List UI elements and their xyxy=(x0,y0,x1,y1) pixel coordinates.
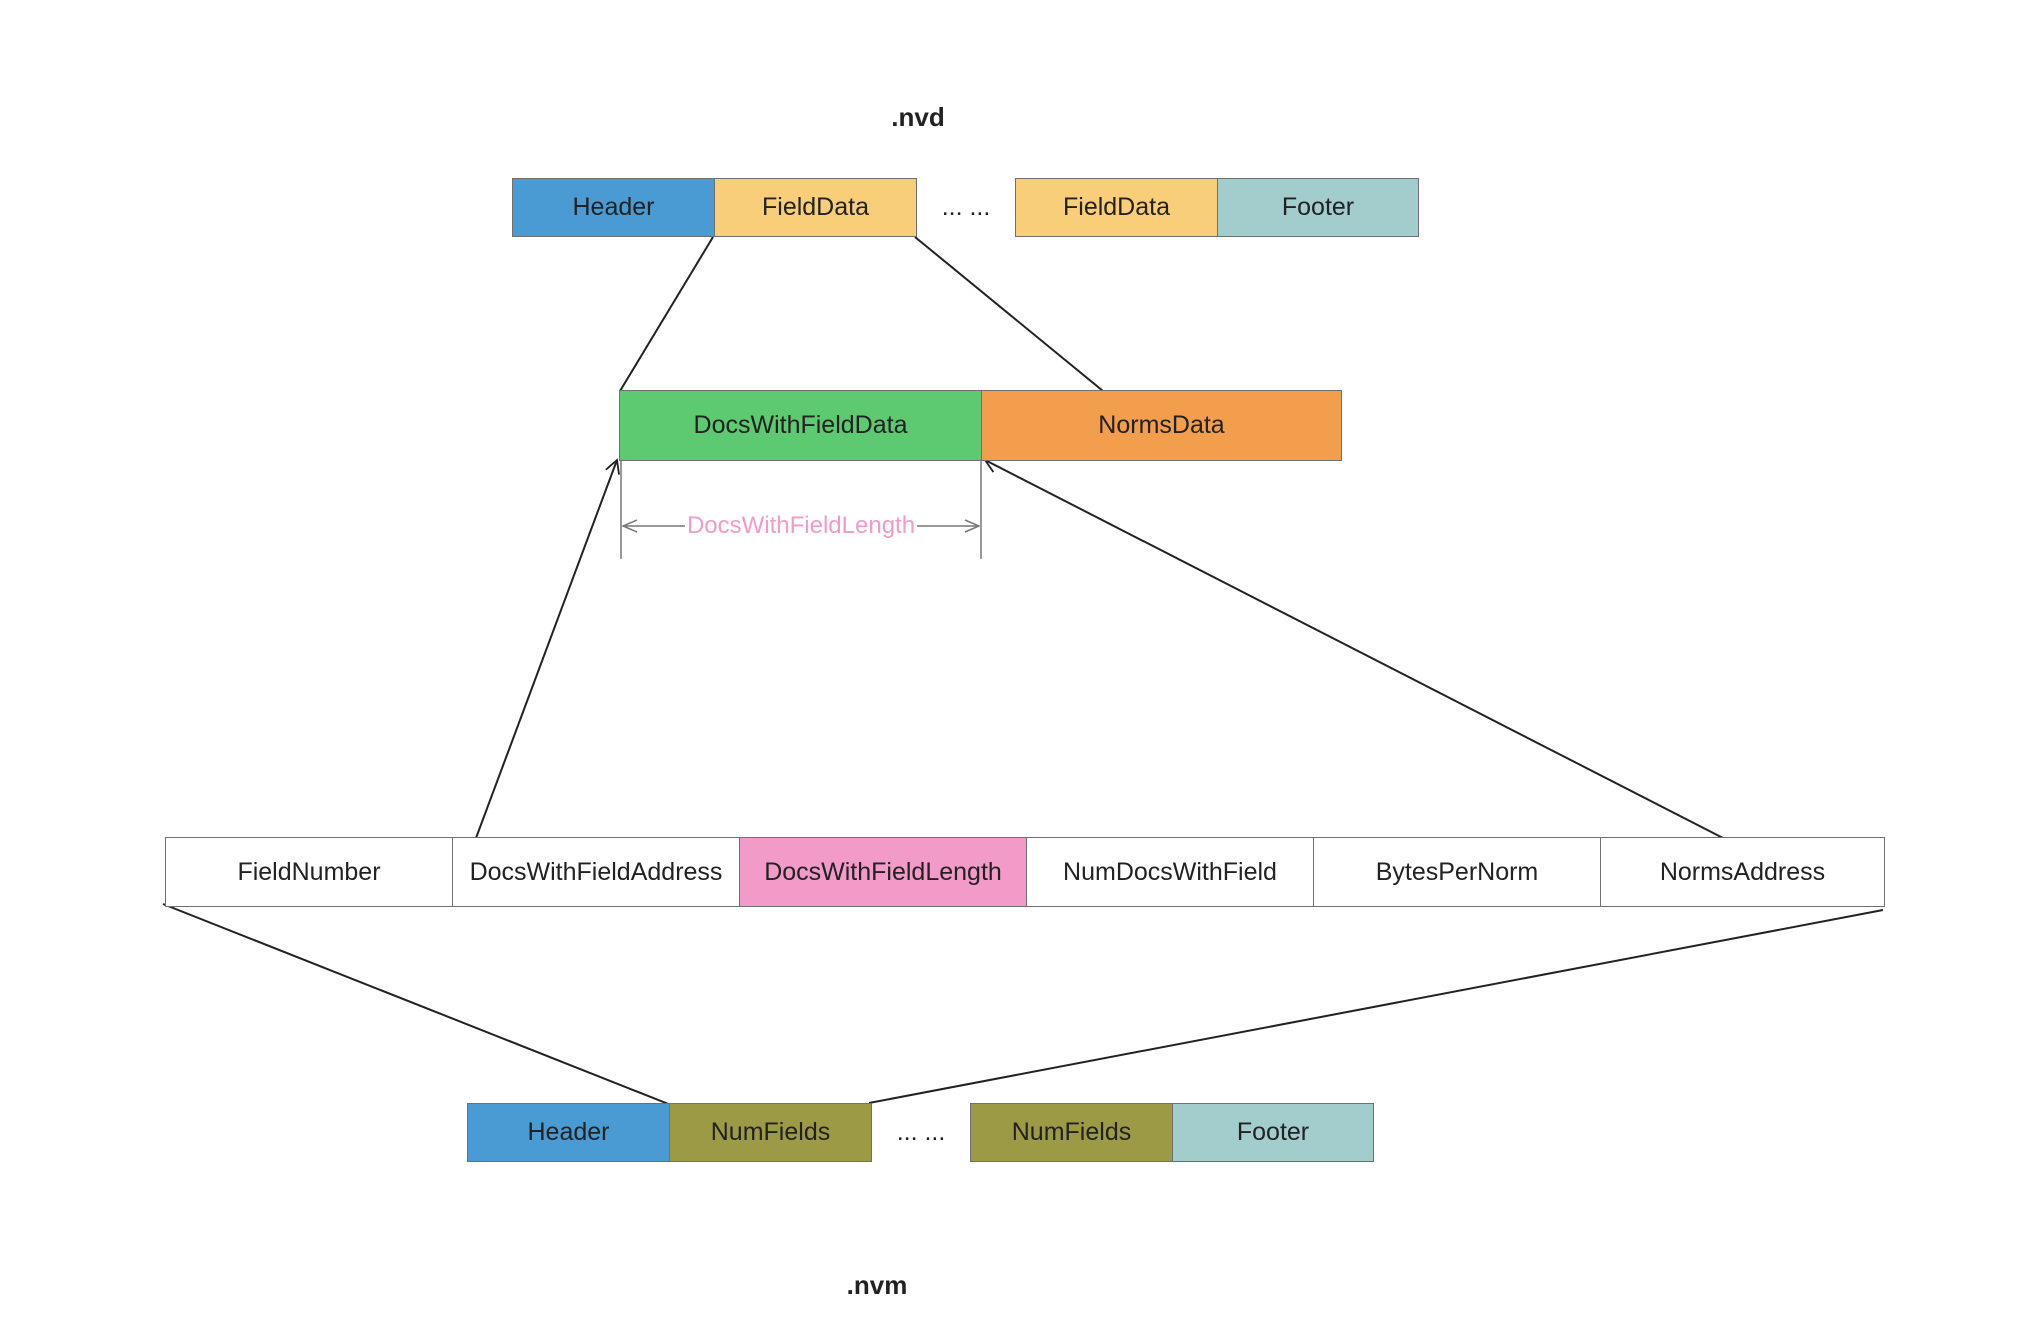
expand-line-nvm-right xyxy=(868,909,1884,1104)
expand-line-nvd-right xyxy=(914,236,1104,392)
nvm-numfields-segment: NumFields xyxy=(670,1103,872,1162)
docs-with-field-length-segment: DocsWithFieldLength xyxy=(740,837,1027,907)
nvd-fielddata-segment: FieldData xyxy=(715,178,917,237)
nvm-numfields-segment-last: NumFields xyxy=(970,1103,1173,1162)
nvm-file-row: Header NumFields ... ... NumFields Foote… xyxy=(467,1103,1374,1162)
nvd-ellipsis: ... ... xyxy=(941,193,991,221)
nvd-fielddata-segment-last: FieldData xyxy=(1015,178,1218,237)
field-number-segment: FieldNumber xyxy=(165,837,453,907)
nvd-footer-segment: Footer xyxy=(1218,178,1419,237)
norms-address-segment: NormsAddress xyxy=(1601,837,1885,907)
nvd-file-row: Header FieldData ... ... FieldData Foote… xyxy=(512,178,1419,237)
norms-data-segment: NormsData xyxy=(982,390,1342,461)
nvm-header-segment: Header xyxy=(467,1103,670,1162)
nvd-title: .nvd xyxy=(891,102,945,132)
nvm-title: .nvm xyxy=(846,1270,908,1300)
expand-line-nvd-left xyxy=(619,236,714,392)
docs-with-field-data-segment: DocsWithFieldData xyxy=(619,390,982,461)
nvd-header-segment: Header xyxy=(512,178,715,237)
field-meta-row: FieldNumber DocsWithFieldAddress DocsWit… xyxy=(165,837,1885,907)
bytes-per-norm-segment: BytesPerNorm xyxy=(1314,837,1601,907)
field-data-row: DocsWithFieldData NormsData xyxy=(619,390,1342,461)
docs-with-field-length-dimension-label: DocsWithFieldLength xyxy=(684,512,918,540)
docs-address-arrow xyxy=(475,458,620,839)
norms-address-arrow xyxy=(983,458,1724,839)
expand-line-nvm-left xyxy=(162,903,672,1106)
docs-with-field-address-segment: DocsWithFieldAddress xyxy=(453,837,740,907)
nvm-ellipsis: ... ... xyxy=(896,1118,946,1146)
nvm-footer-segment: Footer xyxy=(1173,1103,1374,1162)
num-docs-with-field-segment: NumDocsWithField xyxy=(1027,837,1314,907)
